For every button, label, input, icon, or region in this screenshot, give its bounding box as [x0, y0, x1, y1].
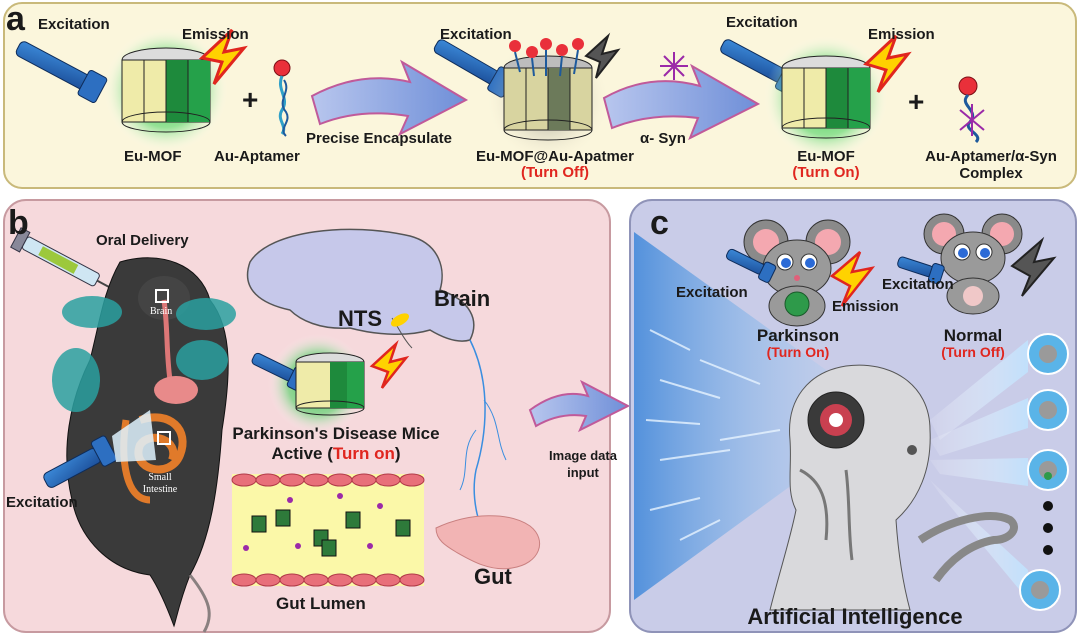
- dark-lightning-icon: [1010, 236, 1057, 297]
- au-aptamer-icon: [273, 59, 291, 137]
- plus-sign: +: [242, 84, 259, 115]
- robot-illustration: [769, 364, 1018, 611]
- complex-label-line1: Au-Aptamer/α-Syn: [925, 148, 1057, 165]
- process-arrow: [310, 59, 469, 137]
- gut-lumen-label: Gut Lumen: [276, 594, 366, 613]
- lightning-bolt-icon: [863, 34, 912, 93]
- flashlight-icon: [43, 435, 118, 488]
- image-data-label-1: Image data: [549, 448, 617, 463]
- emission-label: Emission: [832, 298, 899, 315]
- ai-label: Artificial Intelligence: [747, 604, 963, 629]
- dark-lightning-icon: [584, 32, 621, 79]
- normal-label: Normal: [943, 326, 1003, 345]
- turn-on-label: (Turn On): [766, 344, 830, 360]
- beam-streaks: [645, 329, 781, 541]
- cartoon-mouse-normal: [923, 213, 1023, 315]
- gut-lumen-illustration: [231, 473, 425, 587]
- panel-b-letter: b: [8, 204, 29, 242]
- emission-label: Emission: [182, 26, 249, 43]
- au-aptamer-label: Au-Aptamer: [214, 148, 300, 165]
- image-data-label-2: input: [567, 465, 599, 480]
- brain-label: Brain: [434, 286, 491, 311]
- eu-mof-au-label: Eu-MOF@Au-Apatmer: [476, 148, 634, 165]
- gut-label: Gut: [474, 564, 512, 589]
- mof-cylinder-icon: [295, 352, 365, 416]
- brain-small-label: Brain: [150, 306, 173, 317]
- eu-mof-label: Eu-MOF: [124, 148, 182, 165]
- light-beam: [112, 410, 156, 462]
- mof-cylinder-icon: [781, 55, 871, 139]
- nts-label: NTS: [338, 306, 382, 331]
- excitation-label: Excitation: [726, 14, 798, 31]
- alpha-syn-label: α- Syn: [640, 130, 686, 147]
- lightning-bolt-icon: [829, 251, 876, 307]
- turn-on-label: (Turn On): [792, 164, 860, 181]
- pd-active-label: Active (Turn on): [271, 444, 401, 463]
- mof-cylinder-icon: [121, 47, 211, 133]
- stomach-illustration: [435, 515, 541, 570]
- process-arrow: [602, 63, 761, 141]
- complex-label-line2: Complex: [959, 165, 1023, 182]
- syringe-icon: [10, 227, 130, 299]
- aptamer-syn-complex-icon: [958, 76, 985, 144]
- lightning-bolt-icon: [369, 339, 410, 389]
- flashlight-icon: [15, 41, 108, 103]
- lightning-bolt-icon: [198, 28, 248, 85]
- panel-a-letter: a: [6, 0, 25, 38]
- turn-off-label: (Turn Off): [520, 164, 590, 181]
- emission-label: Emission: [868, 26, 935, 43]
- mof-aptamer-complex-icon: [503, 38, 593, 141]
- excitation-label: Excitation: [676, 284, 748, 301]
- alpha-syn-icon: [660, 52, 688, 80]
- data-input-arrow: [528, 379, 631, 433]
- mouse-thumbnail-list: [1019, 333, 1069, 611]
- precise-encapsulate-label: Precise Encapsulate: [306, 130, 452, 147]
- parkinson-label: Parkinson: [756, 326, 840, 345]
- panel-c-letter: c: [650, 204, 669, 242]
- brain-illustration: [246, 228, 507, 549]
- scanning-beam: [634, 232, 840, 600]
- eu-mof-label: Eu-MOF: [797, 148, 855, 165]
- excitation-label: Excitation: [6, 494, 78, 511]
- flashlight-icon: [897, 256, 945, 285]
- small-intestine-label-1: Small: [148, 472, 172, 483]
- excitation-label: Excitation: [882, 276, 954, 293]
- small-intestine-label-2: Intestine: [142, 484, 178, 495]
- plus-sign: +: [908, 86, 925, 117]
- flashlight-icon: [726, 248, 777, 283]
- pd-mice-label: Parkinson's Disease Mice: [232, 424, 440, 443]
- excitation-label: Excitation: [440, 26, 512, 43]
- cartoon-mouse-parkinson: [743, 219, 851, 327]
- oral-delivery-label: Oral Delivery: [96, 232, 189, 249]
- turn-off-label: (Turn Off): [941, 344, 1005, 360]
- excitation-label: Excitation: [38, 16, 110, 33]
